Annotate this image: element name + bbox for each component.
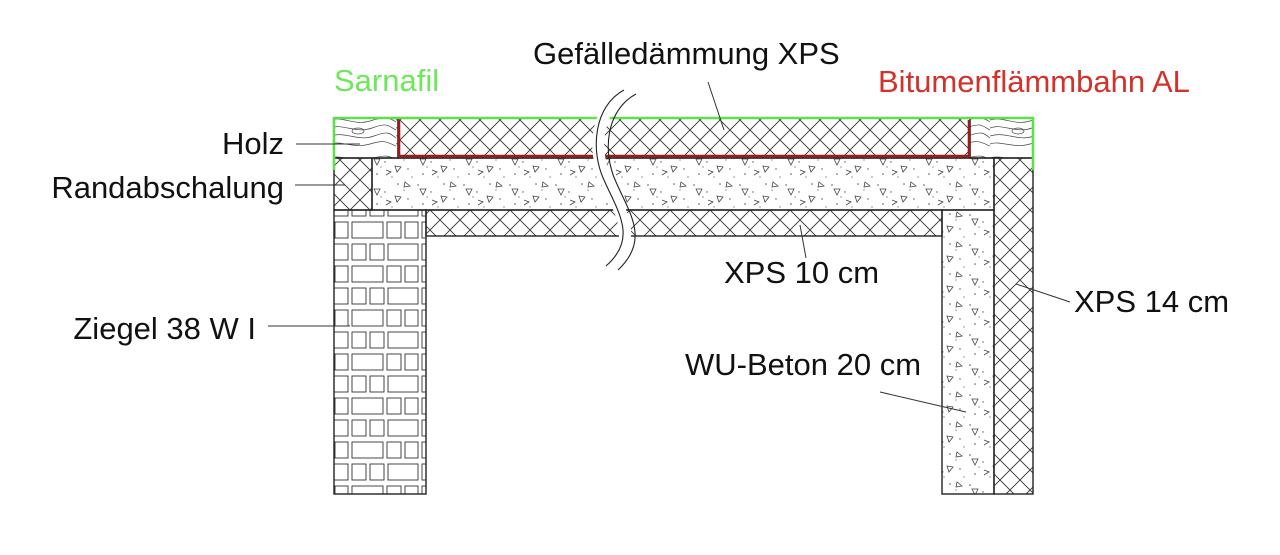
label-xps10: XPS 10 cm [724, 255, 879, 290]
soffit-insulation [425, 209, 943, 237]
leader-gefaelledaemmung [707, 81, 725, 131]
label-bitumen: Bitumenflämmbahn AL [878, 64, 1190, 99]
leader-wubeton [879, 391, 967, 413]
leader-lines [268, 81, 1071, 413]
perimeter-insulation [993, 157, 1034, 495]
concrete-roof-slab [371, 157, 995, 211]
tapered-insulation [397, 117, 971, 159]
bitumen-membrane [397, 120, 971, 158]
label-gefaelledaemmung: Gefälledämmung XPS [533, 36, 840, 71]
label-randabschalung: Randabschalung [51, 170, 284, 205]
break-line [592, 86, 637, 273]
label-wubeton: WU-Beton 20 cm [685, 347, 921, 382]
brick-wall [333, 209, 427, 495]
leader-xps14 [1015, 283, 1071, 303]
label-holz: Holz [222, 126, 284, 161]
leader-xps10 [799, 224, 807, 259]
label-ziegel: Ziegel 38 W I [73, 311, 256, 346]
edge-formwork [333, 157, 373, 211]
label-xps14: XPS 14 cm [1074, 284, 1229, 319]
timber-left [333, 117, 399, 159]
concrete-wall [941, 209, 995, 495]
label-sarnafil: Sarnafil [334, 63, 439, 98]
timber-right [969, 117, 1034, 159]
